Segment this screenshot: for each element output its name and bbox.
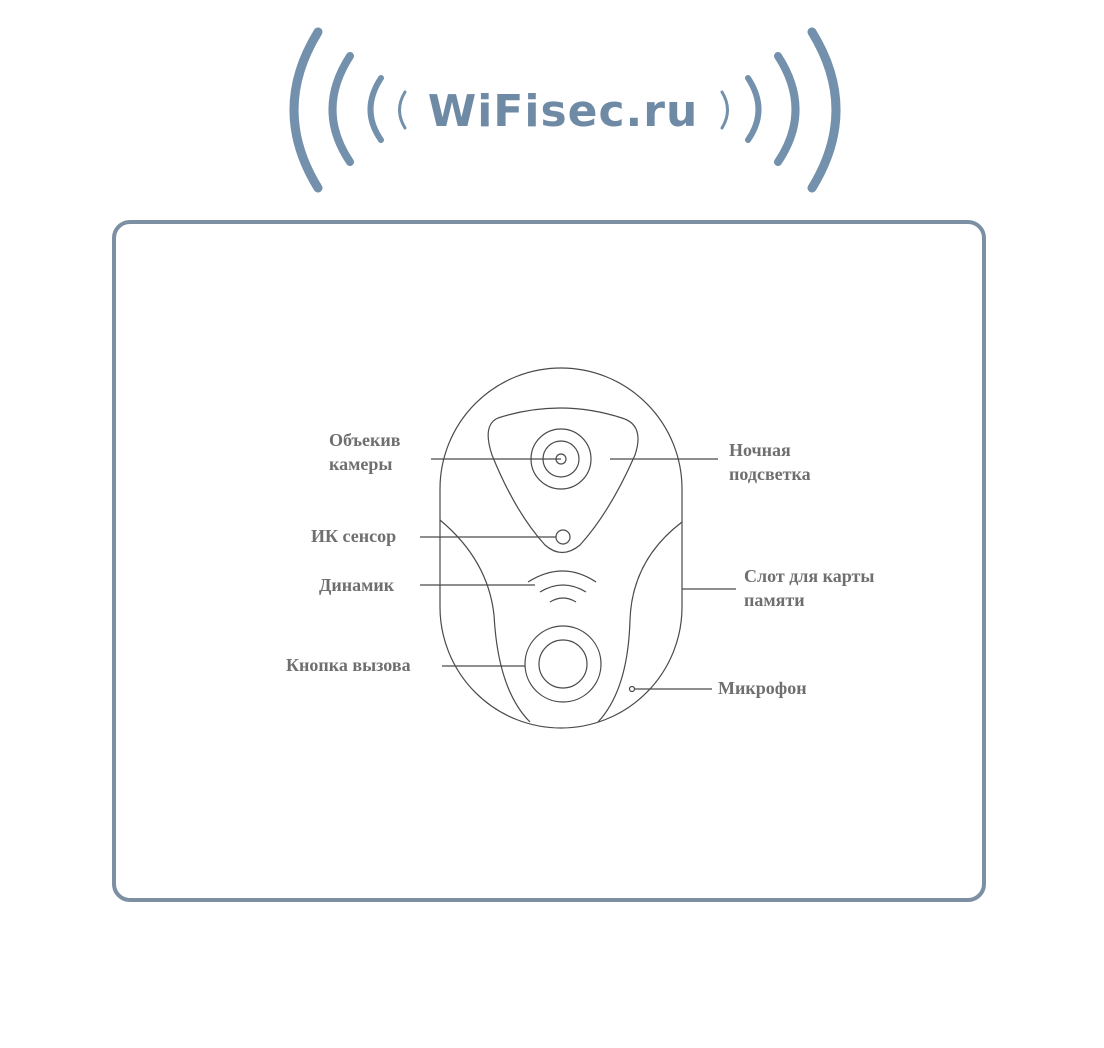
speaker-arc-3-icon — [549, 597, 577, 603]
speaker-arc-1-icon — [527, 570, 597, 583]
microphone-hole — [628, 685, 636, 693]
label-microphone: Микрофон — [718, 678, 807, 698]
wave-right-1-icon — [807, 27, 841, 193]
wave-left-3-icon — [367, 75, 384, 143]
wave-left-4-icon — [398, 90, 407, 130]
left-side-curve — [439, 519, 531, 723]
speaker-arc-2-icon — [539, 584, 587, 593]
right-side-curve — [597, 521, 683, 723]
label-call-button: Кнопка вызова — [286, 655, 411, 675]
camera-panel — [487, 407, 639, 554]
wave-right-2-icon — [774, 52, 800, 166]
logo: WiFisec.ru — [289, 27, 841, 193]
label-speaker: Динамик — [319, 575, 395, 595]
label-ir-sensor: ИК сенсор — [311, 526, 397, 546]
wave-right-4-icon — [720, 90, 729, 130]
call-button-outer — [524, 625, 602, 703]
call-button-inner — [538, 639, 588, 689]
diagram-frame — [112, 220, 986, 902]
device-body — [439, 367, 683, 729]
label-night-light: Ночная подсветка — [729, 440, 811, 484]
wave-left-1-icon — [289, 27, 323, 193]
ir-sensor-dot — [555, 529, 571, 545]
wave-left-2-icon — [328, 52, 354, 166]
logo-text: WiFisec.ru — [428, 86, 699, 137]
wave-right-3-icon — [745, 75, 762, 143]
label-camera-lens: Объекив камеры — [329, 430, 401, 474]
label-memory-slot: Слот для карты памяти — [744, 566, 875, 610]
